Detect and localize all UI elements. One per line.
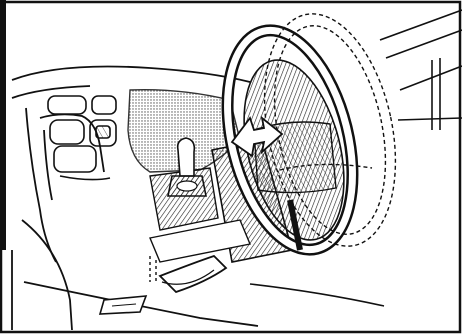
steering-tilt-diagram — [0, 0, 462, 334]
